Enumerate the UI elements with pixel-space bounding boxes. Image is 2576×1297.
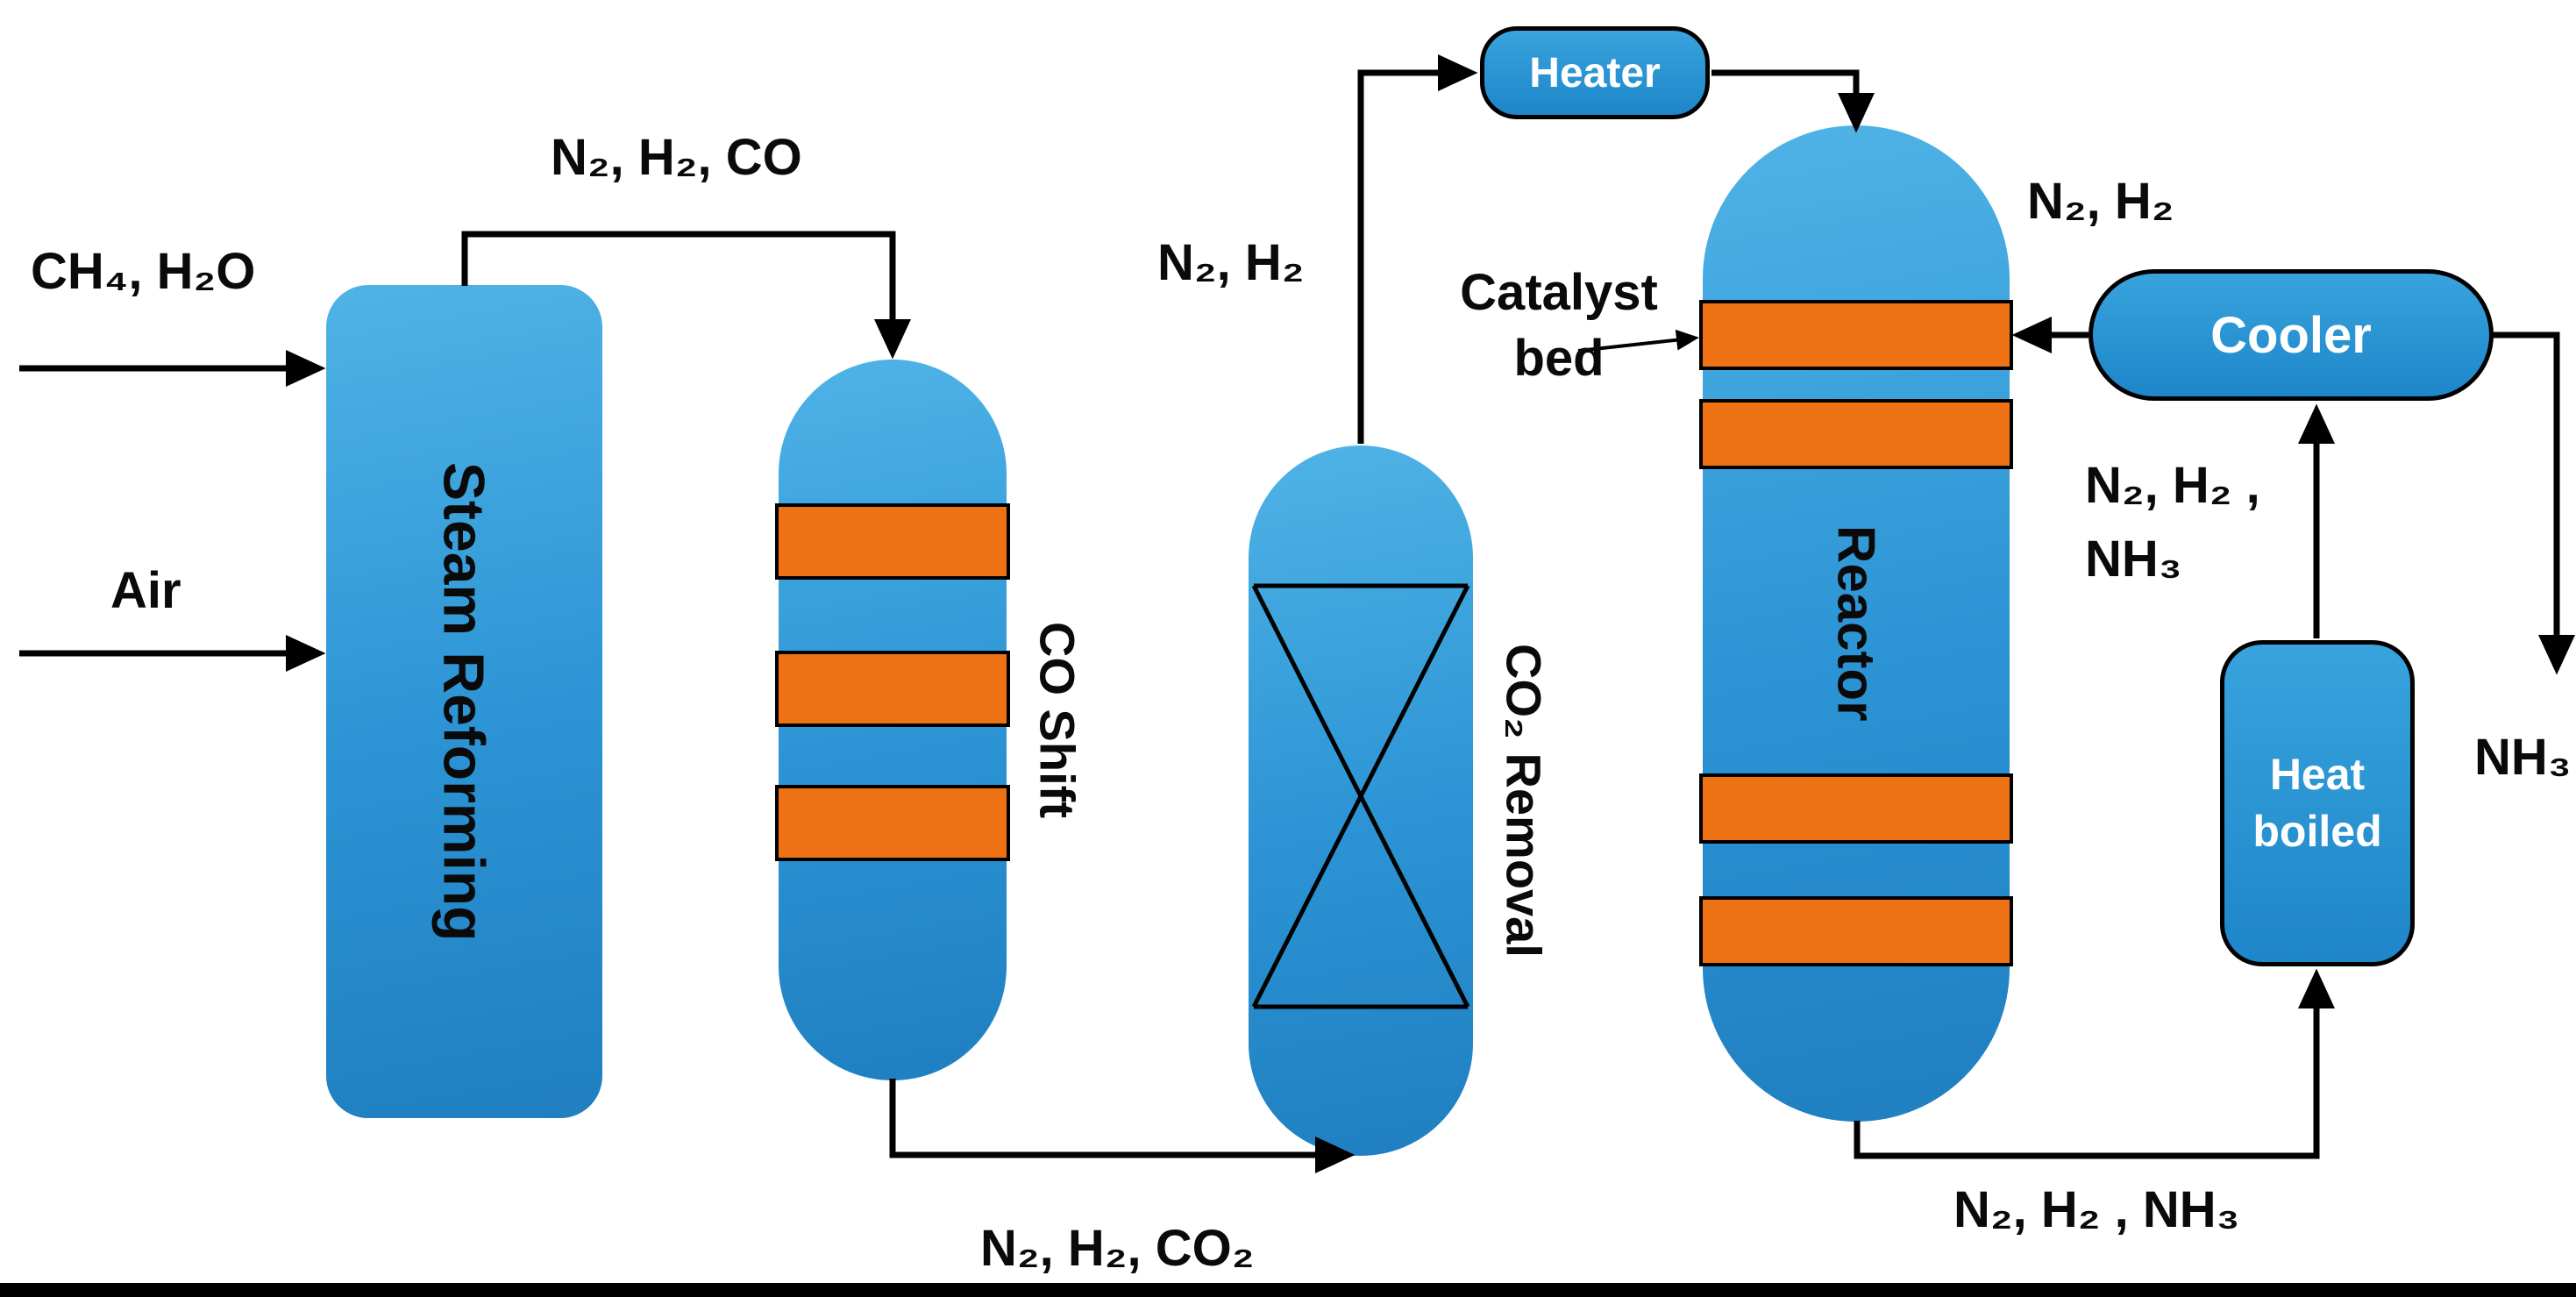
pipe-heater-to-reactor bbox=[1711, 69, 1875, 133]
feed-air-label: Air bbox=[110, 562, 181, 619]
stream-to-cooler-label: N₂, H₂ , NH₃ bbox=[2085, 457, 2260, 588]
reactor-catalyst-band-2 bbox=[1699, 399, 2013, 469]
stream-reactor-inlet-label: N₂, H₂ bbox=[2027, 173, 2174, 230]
co-shift-label: CO Shift bbox=[1029, 622, 1085, 818]
co-shift-catalyst-band-3 bbox=[775, 785, 1010, 861]
catalyst-bed-annotation: Catalyst bed bbox=[1460, 264, 1658, 388]
reactor-catalyst-band-1 bbox=[1699, 300, 2013, 370]
feed-methane-water-label: CH₄, H₂O bbox=[31, 243, 256, 300]
reactor-vessel: Reactor bbox=[1703, 125, 2010, 1122]
co-shift-catalyst-band-1 bbox=[775, 503, 1010, 580]
heater-label: Heater bbox=[1529, 49, 1661, 96]
steam-reforming-label: Steam Reforming bbox=[431, 461, 497, 942]
pipe-cooler-to-product bbox=[2492, 331, 2575, 675]
stream-syngas-label: N₂, H₂, CO bbox=[551, 129, 802, 186]
co-shift-label-wrap: CO Shift bbox=[1015, 360, 1099, 1080]
heater-unit: Heater bbox=[1480, 26, 1710, 119]
stream-shifted-gas-label: N₂, H₂, CO₂ bbox=[980, 1220, 1255, 1277]
co2-removal-label: CO₂ Removal bbox=[1496, 644, 1552, 958]
reactor-label: Reactor bbox=[1826, 525, 1886, 722]
co-shift-catalyst-band-2 bbox=[775, 651, 1010, 727]
heat-boiled-label: Heat boiled bbox=[2252, 750, 2382, 856]
reactor-catalyst-band-4 bbox=[1699, 896, 2013, 966]
steam-reforming-vessel: Steam Reforming bbox=[326, 285, 602, 1118]
heat-boiled-unit: Heat boiled bbox=[2220, 640, 2415, 966]
product-ammonia-label: NH₃ bbox=[2474, 729, 2572, 786]
stream-to-heater-label: N₂, H₂ bbox=[1157, 234, 1305, 291]
reactor-catalyst-band-3 bbox=[1699, 773, 2013, 844]
cooler-unit: Cooler bbox=[2089, 269, 2494, 401]
bottom-border-bar bbox=[0, 1283, 2576, 1297]
co2-removal-label-wrap: CO₂ Removal bbox=[1482, 445, 1566, 1156]
cooler-label: Cooler bbox=[2210, 306, 2372, 364]
stream-reactor-outlet-label: N₂, H₂ , NH₃ bbox=[1953, 1181, 2240, 1238]
co2-removal-vessel bbox=[1249, 445, 1473, 1156]
